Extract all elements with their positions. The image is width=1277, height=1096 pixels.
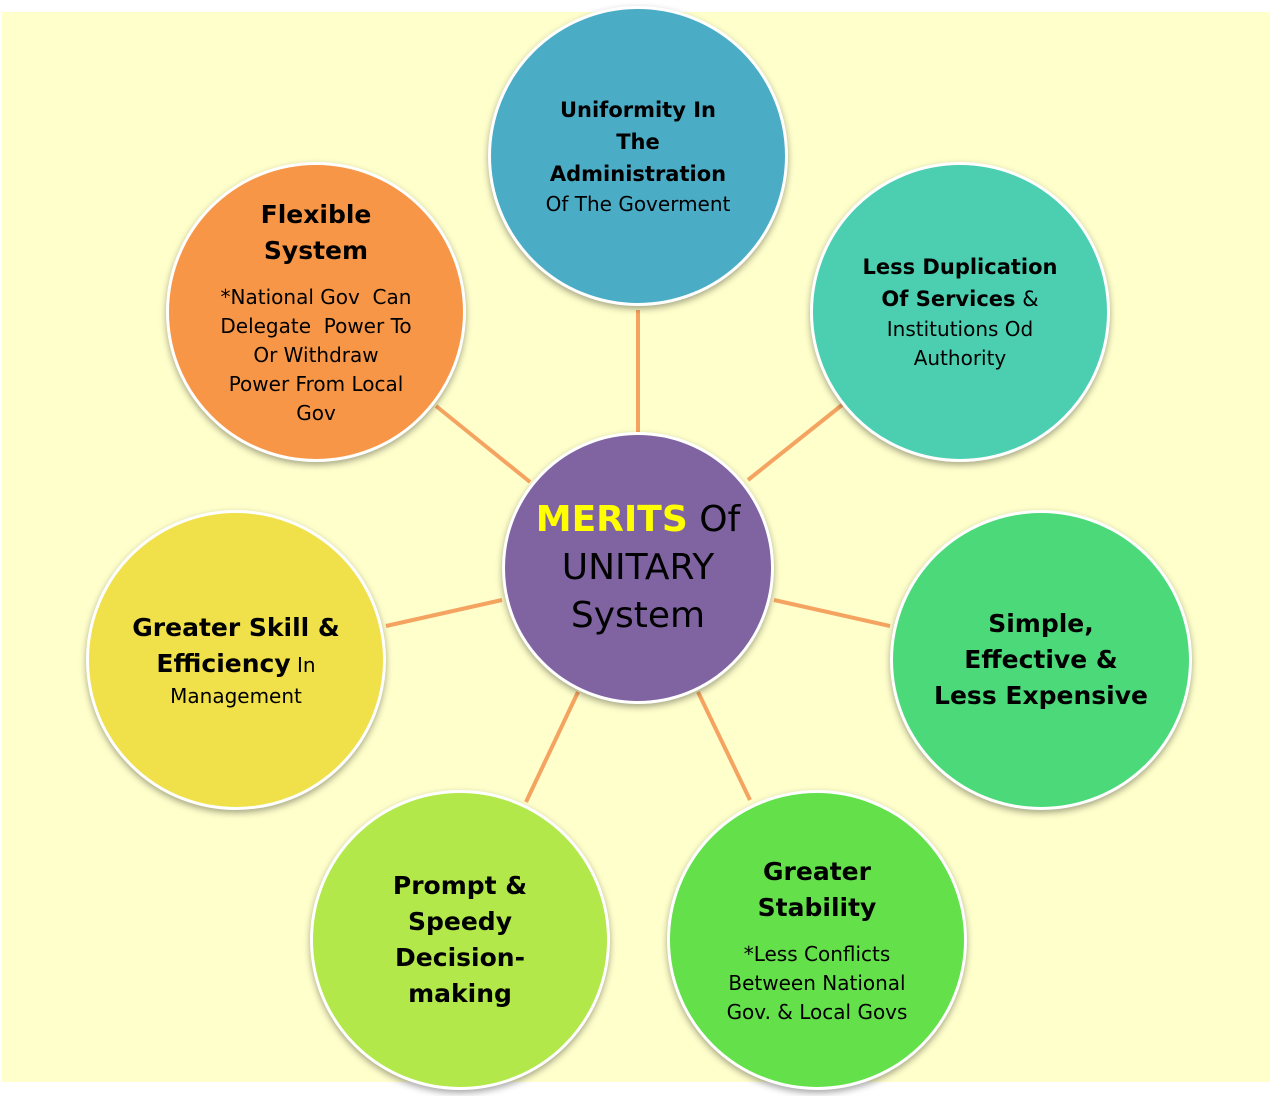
- flexible-title-2: System: [263, 235, 369, 265]
- node-flexible: Flexible System *National Gov Can Delega…: [166, 162, 466, 462]
- node-simple: Simple, Effective & Less Expensive: [890, 510, 1192, 810]
- simple-line-1: Simple,: [988, 609, 1094, 638]
- merits-highlight: MERITS: [535, 499, 688, 540]
- duplication-line-3: Institutions Od: [886, 317, 1034, 341]
- flexible-title-1: Flexible: [260, 199, 372, 229]
- flexible-line-4: Power From Local: [228, 371, 404, 396]
- center-line-2: UNITARY: [561, 547, 715, 588]
- node-skill: Greater Skill & Efficiency In Management: [86, 510, 386, 810]
- stability-line-2: Between National: [728, 970, 906, 995]
- skill-line-2: Efficiency In: [156, 648, 316, 678]
- connector-simple: [773, 598, 891, 628]
- simple-line-2: Effective &: [964, 645, 1118, 674]
- duplication-line-2: Of Services &: [881, 287, 1039, 311]
- flexible-line-3: Or Withdraw: [253, 342, 379, 367]
- connector-stability: [696, 691, 752, 801]
- skill-line-1: Greater Skill &: [132, 612, 340, 642]
- uniformity-line-1: Uniformity In: [559, 97, 716, 122]
- skill-line-3: Management: [170, 683, 302, 708]
- center-line-1: MERITS Of: [535, 499, 741, 540]
- stability-line-3: Gov. & Local Govs: [726, 999, 908, 1024]
- node-prompt: Prompt & Speedy Decision- making: [310, 790, 610, 1090]
- connector-duplication: [746, 403, 844, 482]
- node-uniformity: Uniformity In The Administration Of The …: [488, 6, 788, 306]
- prompt-line-4: making: [408, 979, 512, 1008]
- uniformity-line-2: The: [616, 129, 660, 154]
- uniformity-line-3: Administration: [549, 161, 727, 186]
- connector-prompt: [524, 691, 580, 803]
- connector-skill: [385, 598, 503, 628]
- flexible-line-2: Delegate Power To: [220, 313, 412, 338]
- prompt-line-2: Speedy: [407, 907, 512, 936]
- node-duplication: Less Duplication Of Services & Instituti…: [810, 162, 1110, 462]
- node-stability: Greater Stability *Less Conflicts Betwee…: [667, 790, 967, 1090]
- duplication-line-1: Less Duplication: [862, 255, 1058, 279]
- flexible-line-1: *National Gov Can: [220, 284, 412, 309]
- connector-flexible: [434, 404, 532, 484]
- center-node: MERITS Of UNITARY System: [502, 432, 774, 704]
- prompt-line-1: Prompt &: [392, 871, 528, 900]
- flexible-line-5: Gov: [296, 400, 336, 425]
- simple-line-3: Less Expensive: [934, 681, 1148, 710]
- stability-line-1: *Less Conflicts: [743, 941, 891, 966]
- stability-title-2: Stability: [757, 892, 877, 922]
- center-line-3: System: [570, 595, 706, 636]
- duplication-line-4: Authority: [913, 346, 1007, 370]
- prompt-line-3: Decision-: [395, 943, 525, 972]
- uniformity-line-4: Of The Goverment: [545, 191, 731, 216]
- stability-title-1: Greater: [763, 856, 871, 886]
